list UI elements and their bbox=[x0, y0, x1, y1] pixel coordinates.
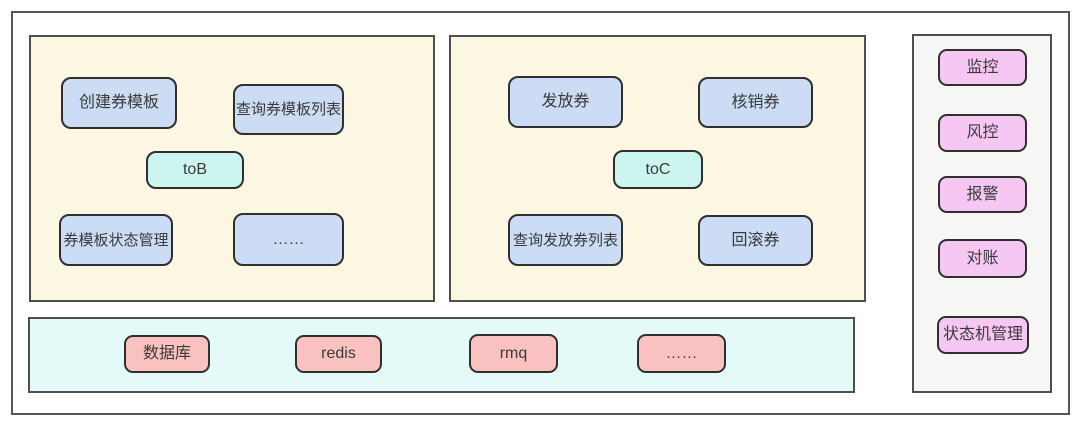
node-query-coupon-template-list: 查询券模板列表 bbox=[233, 84, 344, 135]
node-rmq: rmq bbox=[469, 334, 558, 373]
node-redeem-coupon: 核销券 bbox=[698, 77, 813, 128]
node-database: 数据库 bbox=[124, 335, 210, 373]
node-toc-tag: toC bbox=[613, 150, 703, 189]
node-infra-ellipsis: …… bbox=[637, 334, 726, 373]
node-reconciliation: 对账 bbox=[938, 239, 1027, 278]
node-issue-coupon: 发放券 bbox=[508, 76, 623, 128]
node-coupon-template-status-mgmt: 券模板状态管理 bbox=[59, 214, 173, 266]
node-tob-tag: toB bbox=[146, 151, 244, 189]
node-redis: redis bbox=[295, 335, 382, 373]
node-alerting: 报警 bbox=[938, 176, 1027, 213]
node-tob-ellipsis: …… bbox=[233, 213, 344, 266]
node-risk-control: 风控 bbox=[938, 114, 1027, 152]
node-monitoring: 监控 bbox=[938, 49, 1027, 86]
node-create-coupon-template: 创建券模板 bbox=[61, 77, 177, 129]
node-state-machine-mgmt: 状态机管理 bbox=[937, 316, 1029, 354]
node-rollback-coupon: 回滚券 bbox=[698, 215, 813, 266]
node-query-issued-coupon-list: 查询发放券列表 bbox=[508, 214, 623, 266]
